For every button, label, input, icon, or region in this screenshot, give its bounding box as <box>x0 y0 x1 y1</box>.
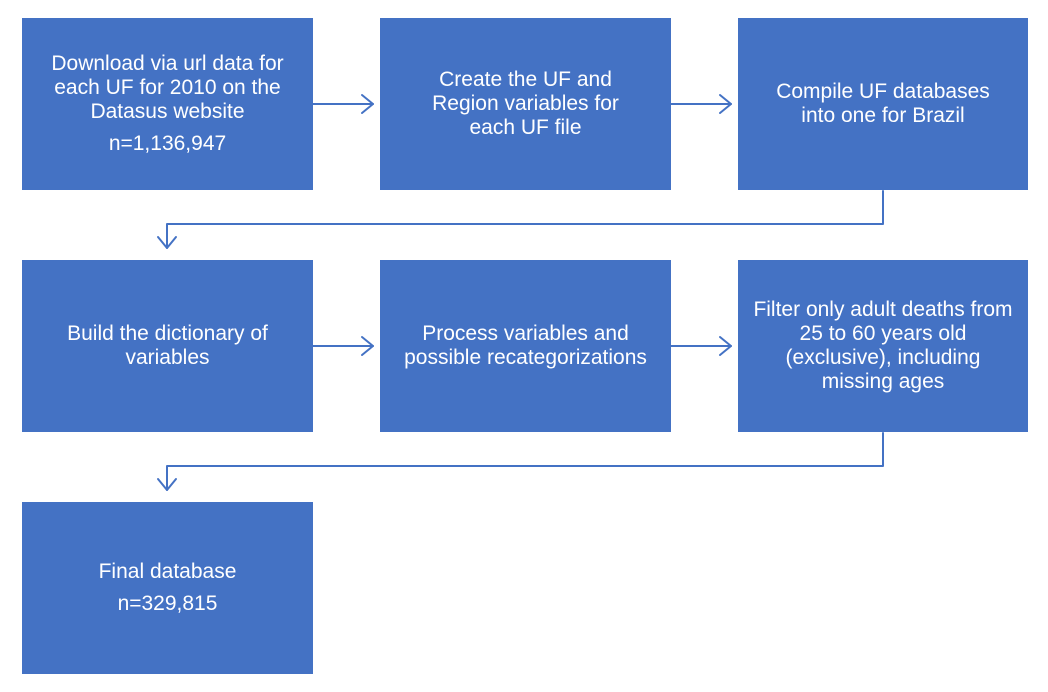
step-process-variables: Process variables and possible recategor… <box>380 260 671 432</box>
step-download-data: Download via url data for each UF for 20… <box>22 18 313 190</box>
step-filter-adult-deaths: Filter only adult deaths from 25 to 60 y… <box>738 260 1028 432</box>
step-compile-databases: Compile UF databases into one for Brazil <box>738 18 1028 190</box>
step-download-data-text: Download via url data for each UF for 20… <box>51 52 284 123</box>
arrow-step5-to-step6 <box>670 336 732 356</box>
step-final-database: Final database n=329,815 <box>22 502 313 674</box>
step-build-dictionary: Build the dictionary of variables <box>22 260 313 432</box>
arrow-step3-to-step4 <box>157 190 884 249</box>
step-build-dictionary-text: Build the dictionary of variables <box>67 322 268 369</box>
arrow-step6-to-step7 <box>157 432 884 491</box>
arrow-step2-to-step3 <box>670 94 732 114</box>
step-final-database-text: Final database <box>98 560 237 583</box>
step-create-variables-text: Create the UF and Region variables for e… <box>432 68 619 139</box>
step-create-variables: Create the UF and Region variables for e… <box>380 18 671 190</box>
arrow-step4-to-step5 <box>312 336 374 356</box>
step-download-data-count: n=1,136,947 <box>108 132 227 155</box>
step-compile-databases-text: Compile UF databases into one for Brazil <box>776 80 990 127</box>
step-process-variables-text: Process variables and possible recategor… <box>404 322 647 369</box>
step-final-database-count: n=329,815 <box>117 592 218 615</box>
arrow-step1-to-step2 <box>312 94 374 114</box>
step-filter-adult-deaths-text: Filter only adult deaths from 25 to 60 y… <box>753 298 1013 393</box>
